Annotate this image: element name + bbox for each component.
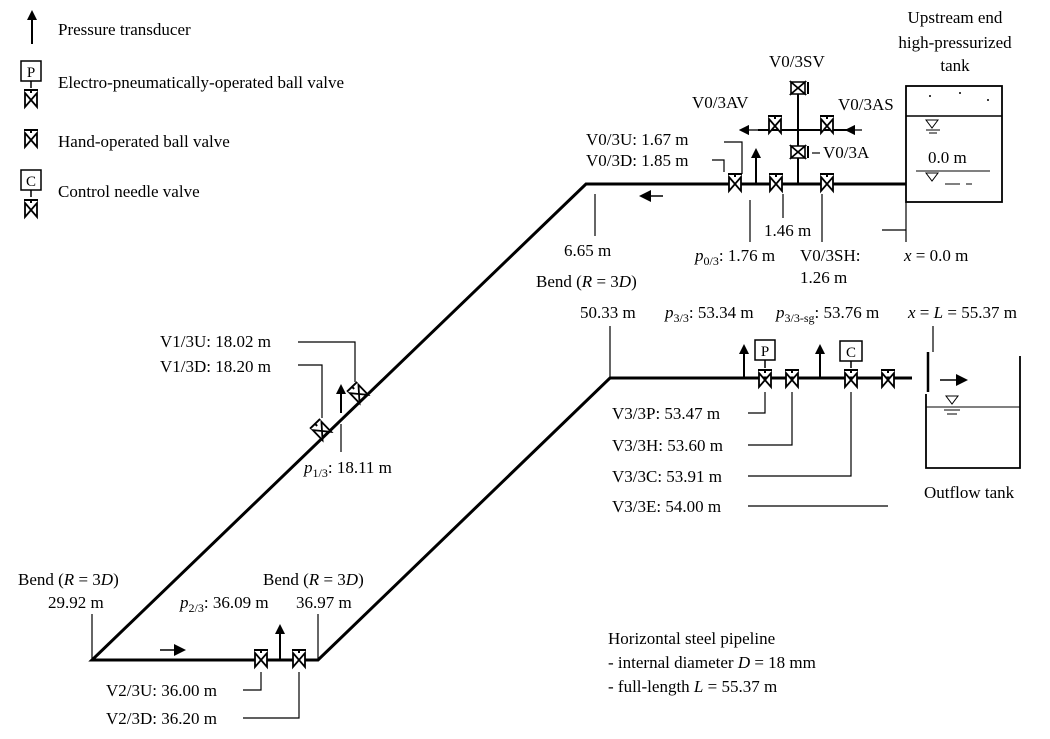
label-p33sg: p3/3-sg: 53.76 m	[775, 303, 879, 325]
label-v03av: V0/3AV	[692, 93, 749, 112]
label-v33h: V3/3H: 53.60 m	[612, 436, 723, 455]
legend-electro-valve-label: Electro-pneumatically-operated ball valv…	[58, 73, 344, 92]
svg-text:P: P	[27, 65, 35, 81]
label-v33e: V3/3E: 54.00 m	[612, 497, 721, 516]
transducer-p33sg-icon	[815, 344, 825, 378]
note-pipeline-title: Horizontal steel pipeline	[608, 629, 775, 648]
transducer-p33-icon	[739, 344, 749, 378]
svg-text:C: C	[26, 174, 36, 190]
svg-text:C: C	[846, 345, 856, 361]
transducer-p23-icon	[275, 624, 285, 660]
v23u-leader	[243, 672, 262, 691]
label-bottom-left-bend-position: 29.92 m	[48, 593, 104, 612]
label-xL: x = L = 55.37 m	[907, 303, 1017, 322]
label-bottom-left-bend: Bend (R = 3D)	[18, 570, 119, 589]
label-v03as: V0/3AS	[838, 95, 894, 114]
valve-v03sv-icon	[790, 81, 809, 95]
electro-valve-legend-icon: P	[20, 60, 42, 108]
label-v23u: V2/3U: 36.00 m	[106, 681, 217, 700]
valve-v13u-icon	[346, 380, 370, 405]
label-v03sh: V0/3SH:	[800, 246, 860, 265]
v13d-leader	[298, 364, 323, 418]
svg-text:P: P	[761, 344, 769, 360]
note-diameter: - internal diameter D = 18 mm	[608, 653, 816, 672]
label-v03d: V0/3D: 1.85 m	[586, 151, 688, 170]
main-pipeline	[88, 182, 912, 662]
v23d-leader	[243, 672, 300, 719]
label-v03u: V0/3U: 1.67 m	[586, 130, 688, 149]
label-p03-position: 1.46 m	[764, 221, 811, 240]
transducer-p03-icon	[751, 148, 761, 184]
label-x0: x = 0.0 m	[903, 246, 968, 265]
label-p13: p1/3: 18.11 m	[303, 458, 392, 480]
upstream-tank-title-2: high-pressurized	[898, 33, 1012, 52]
label-top-bend: Bend (R = 3D)	[536, 272, 637, 291]
valve-v33c-icon: C	[839, 340, 863, 388]
label-p03: p0/3: 1.76 m	[694, 246, 775, 268]
v13u-leader	[298, 341, 356, 382]
label-v13d: V1/3D: 18.20 m	[160, 357, 271, 376]
valve-v13d-icon	[309, 417, 333, 442]
label-right-bend-position: 50.33 m	[580, 303, 636, 322]
legend-needle-valve-label: Control needle valve	[58, 182, 200, 201]
label-v13u: V1/3U: 18.02 m	[160, 332, 271, 351]
label-bottom-right-bend-position: 36.97 m	[296, 593, 352, 612]
needle-valve-legend-icon: C	[20, 169, 42, 218]
v03u-leader	[724, 141, 743, 174]
upstream-tank	[905, 85, 1003, 203]
valve-v03a-icon	[790, 145, 809, 159]
label-top-bend-position: 6.65 m	[564, 241, 611, 260]
legend: Pressure transducer P Electro-pneumatica…	[20, 10, 344, 218]
note-length: - full-length L = 55.37 m	[608, 677, 777, 696]
upstream-tank-title-1: Upstream end	[908, 8, 1003, 27]
label-outflow-tank: Outflow tank	[924, 483, 1015, 502]
label-p33: p3/3: 53.34 m	[664, 303, 754, 325]
v33c-leader	[748, 392, 852, 477]
label-v33c: V3/3C: 53.91 m	[612, 467, 722, 486]
label-v03sh-value: 1.26 m	[800, 268, 847, 287]
valve-v33p-icon: P	[754, 339, 776, 388]
label-v23d: V2/3D: 36.20 m	[106, 709, 217, 728]
label-p23: p2/3: 36.09 m	[179, 593, 269, 615]
outflow-tank	[925, 356, 1021, 469]
hand-valve-legend-icon	[23, 129, 39, 148]
transducer-legend-icon	[27, 10, 37, 44]
label-v33p: V3/3P: 53.47 m	[612, 404, 720, 423]
v33h-leader	[748, 392, 793, 446]
transducer-p13-icon	[336, 384, 346, 413]
upstream-tank-level: 0.0 m	[928, 148, 967, 167]
legend-transducer-label: Pressure transducer	[58, 20, 191, 39]
label-v03sv: V0/3SV	[769, 52, 825, 71]
v33p-leader	[748, 392, 766, 414]
v03d-leader	[712, 159, 725, 172]
label-v03a: V0/3A	[823, 143, 870, 162]
label-bottom-right-bend: Bend (R = 3D)	[263, 570, 364, 589]
upstream-tank-title-3: tank	[940, 56, 970, 75]
legend-hand-valve-label: Hand-operated ball valve	[58, 132, 230, 151]
